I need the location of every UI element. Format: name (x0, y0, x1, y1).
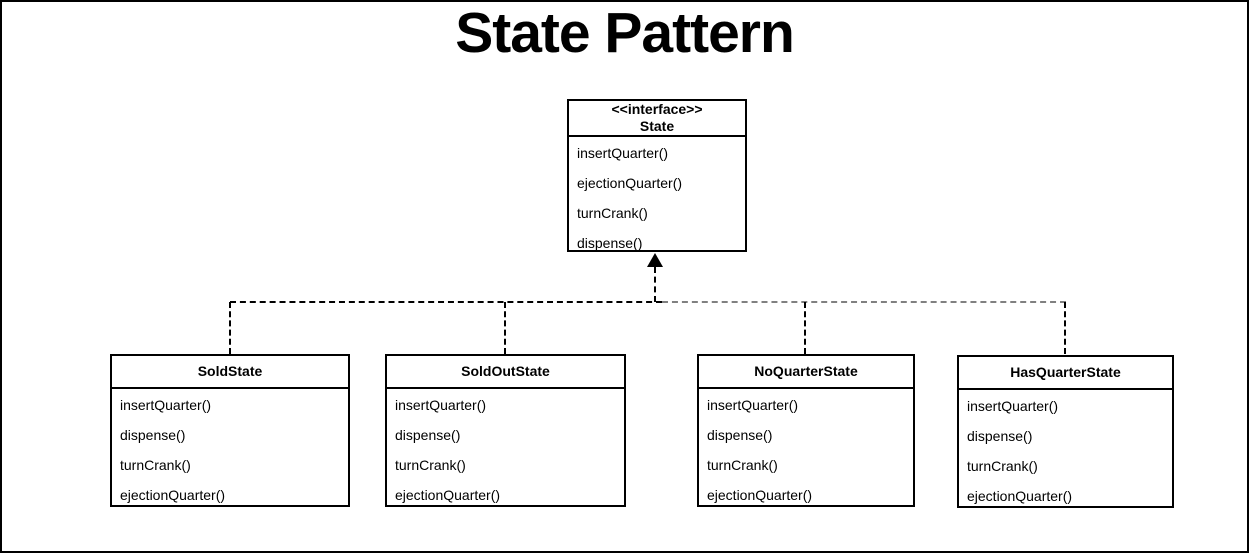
realization-arrowhead-icon (647, 253, 663, 267)
class-box-noquarterstate: NoQuarterState insertQuarter() dispense(… (697, 354, 915, 507)
class-method: dispense() (120, 427, 186, 443)
class-method: insertQuarter() (707, 397, 799, 413)
connector-stub-soldstate (229, 302, 231, 354)
interface-box-state: <<interface>> State insertQuarter() ejec… (567, 99, 747, 252)
connector-stub-soldoutstate (504, 302, 506, 354)
interface-method: insertQuarter() (577, 145, 669, 161)
class-method: insertQuarter() (967, 398, 1059, 414)
class-method-list: insertQuarter() dispense() turnCrank() e… (699, 389, 913, 510)
interface-header: <<interface>> State (569, 101, 745, 137)
class-method-list: insertQuarter() dispense() turnCrank() e… (387, 389, 624, 510)
class-method: insertQuarter() (395, 397, 487, 413)
interface-name: State (639, 118, 675, 134)
class-name: SoldOutState (387, 356, 624, 389)
class-method: turnCrank() (395, 457, 466, 473)
class-method-list: insertQuarter() dispense() turnCrank() e… (112, 389, 348, 510)
realization-connector-horizontal-right (662, 301, 1066, 303)
interface-stereotype: <<interface>> (611, 101, 703, 117)
class-method: dispense() (707, 427, 773, 443)
realization-arrow-stem (654, 267, 656, 302)
diagram-title: State Pattern (455, 1, 795, 65)
class-method: dispense() (395, 427, 461, 443)
class-box-hasquarterstate: HasQuarterState insertQuarter() dispense… (957, 355, 1174, 508)
class-method: ejectionQuarter() (395, 487, 501, 503)
class-name: HasQuarterState (959, 357, 1172, 390)
interface-method: turnCrank() (577, 205, 648, 221)
class-method: ejectionQuarter() (707, 487, 813, 503)
realization-connector-horizontal-left (230, 301, 662, 303)
interface-method-list: insertQuarter() ejectionQuarter() turnCr… (569, 137, 745, 258)
class-box-soldstate: SoldState insertQuarter() dispense() tur… (110, 354, 350, 507)
class-name: NoQuarterState (699, 356, 913, 389)
class-method-list: insertQuarter() dispense() turnCrank() e… (959, 390, 1172, 511)
class-method: ejectionQuarter() (120, 487, 226, 503)
class-name: SoldState (112, 356, 348, 389)
interface-method: dispense() (577, 235, 643, 251)
connector-stub-noquarterstate (804, 302, 806, 354)
class-method: insertQuarter() (120, 397, 212, 413)
class-method: turnCrank() (967, 458, 1038, 474)
interface-method: ejectionQuarter() (577, 175, 683, 191)
connector-stub-hasquarterstate (1064, 302, 1066, 354)
class-method: turnCrank() (707, 457, 778, 473)
class-method: turnCrank() (120, 457, 191, 473)
class-method: ejectionQuarter() (967, 488, 1073, 504)
class-method: dispense() (967, 428, 1033, 444)
class-box-soldoutstate: SoldOutState insertQuarter() dispense() … (385, 354, 626, 507)
